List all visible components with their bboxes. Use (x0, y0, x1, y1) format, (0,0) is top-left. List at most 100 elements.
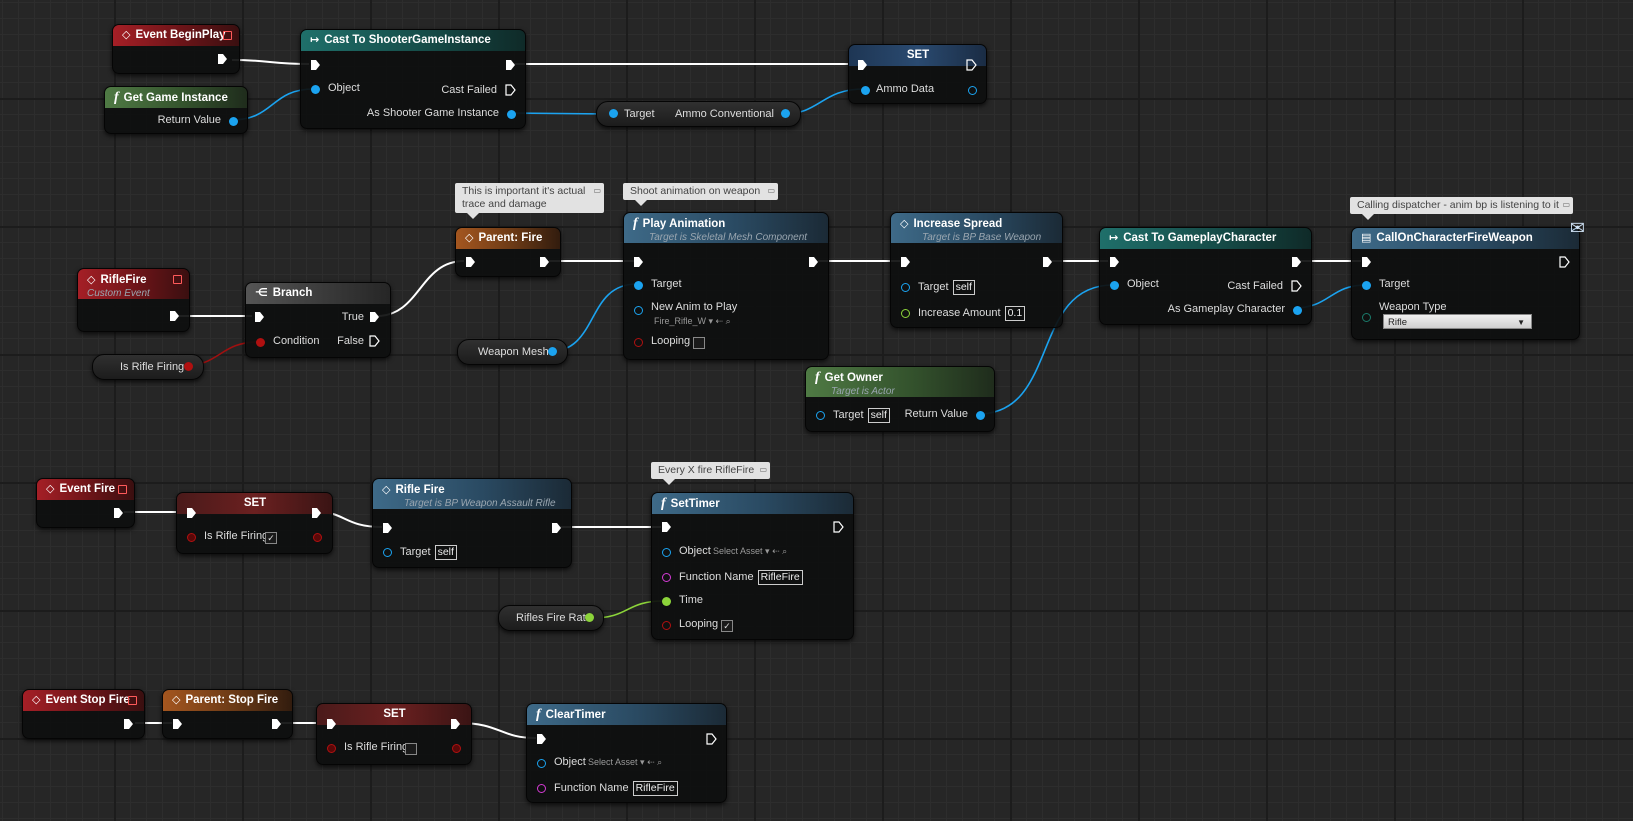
looping-checkbox[interactable]: ✓ (721, 620, 733, 632)
is-rifle-firing-getter[interactable]: Is Rifle Firing (92, 354, 204, 380)
is-rifle-firing-pin[interactable] (327, 744, 336, 753)
exec-out-pin[interactable] (706, 733, 717, 745)
return-value-pin[interactable] (229, 117, 238, 126)
looping-pin[interactable] (662, 621, 671, 630)
exec-out-pin[interactable] (833, 521, 844, 533)
is-rifle-firing-out-pin[interactable] (313, 533, 322, 542)
increase-amount-pin[interactable] (901, 309, 910, 318)
new-anim-pin[interactable] (634, 306, 643, 315)
time-pin[interactable] (662, 597, 671, 606)
exec-out-pin[interactable] (551, 522, 562, 534)
is-rifle-firing-pin[interactable] (187, 533, 196, 542)
exec-out-pin[interactable] (311, 507, 322, 519)
set-is-rifle-firing-true-node[interactable]: SET Is Rifle Firing ✓ (176, 492, 333, 554)
call-oncharacterfireweapon-node[interactable]: ▤CallOnCharacterFireWeapon ✉ Target Weap… (1351, 218, 1585, 340)
event-beginplay-node[interactable]: ◇Event BeginPlay (112, 24, 240, 74)
exec-out-pin[interactable] (450, 718, 461, 730)
exec-out-pin[interactable] (169, 310, 180, 322)
exec-out-pin[interactable] (505, 59, 516, 71)
weapon-mesh-getter[interactable]: Weapon Mesh (457, 339, 568, 365)
exec-in-pin[interactable] (254, 311, 265, 323)
target-pin[interactable] (816, 411, 825, 420)
object-pin[interactable] (662, 548, 671, 557)
exec-out-pin[interactable] (966, 59, 977, 71)
is-rifle-firing-checkbox[interactable] (405, 743, 417, 755)
rifles-fire-rate-pin[interactable] (585, 613, 594, 622)
condition-pin[interactable] (256, 338, 265, 347)
object-asset-selector[interactable]: Select Asset ▾ ⇠ ⌕ (713, 546, 788, 556)
set-ammo-data-node[interactable]: SET Ammo Data (848, 44, 987, 104)
exec-in-pin[interactable] (310, 59, 321, 71)
event-stop-fire-node[interactable]: ◇Event Stop Fire (22, 689, 145, 739)
increase-amount-value[interactable]: 0.1 (1004, 306, 1026, 321)
exec-out-pin[interactable] (123, 718, 134, 730)
exec-out-pin[interactable] (539, 256, 550, 268)
browse-icon[interactable]: ⇠ ⌕ (715, 316, 731, 326)
object-asset-selector[interactable]: Select Asset ▾ ⇠ ⌕ (588, 757, 663, 767)
target-self-value[interactable]: self (952, 280, 975, 295)
exec-in-pin[interactable] (186, 507, 197, 519)
exec-out-pin[interactable] (113, 507, 124, 519)
branch-node[interactable]: ⋲Branch Condition True False (245, 282, 391, 358)
weapon-mesh-pin[interactable] (548, 347, 557, 356)
exec-out-pin[interactable] (808, 256, 819, 268)
exec-out-pin[interactable] (1291, 256, 1302, 268)
target-pin[interactable] (634, 281, 643, 290)
object-pin[interactable] (311, 85, 320, 94)
exec-in-pin[interactable] (382, 522, 393, 534)
looping-pin[interactable] (634, 338, 643, 347)
ammo-data-out-pin[interactable] (968, 86, 977, 95)
exec-in-pin[interactable] (900, 256, 911, 268)
browse-icon[interactable]: ⇠ ⌕ (772, 546, 788, 556)
object-pin[interactable] (1110, 281, 1119, 290)
looping-checkbox[interactable] (693, 337, 705, 349)
is-rifle-firing-pin[interactable] (184, 362, 193, 371)
exec-out-pin[interactable] (271, 718, 282, 730)
parent-fire-node[interactable]: ◇Parent: Fire (455, 227, 561, 277)
weapon-type-pin[interactable] (1362, 313, 1371, 322)
target-self-value[interactable]: self (867, 408, 890, 423)
ammo-conventional-pin[interactable] (781, 109, 790, 118)
is-rifle-firing-checkbox[interactable]: ✓ (265, 532, 277, 544)
is-rifle-firing-out-pin[interactable] (452, 744, 461, 753)
cast-to-shootergameinstance-node[interactable]: ↦Cast To ShooterGameInstance Object Cast… (300, 29, 526, 129)
target-pin[interactable] (383, 548, 392, 557)
return-value-pin[interactable] (976, 411, 985, 420)
function-name-value[interactable]: RifleFire (632, 781, 678, 796)
as-gameplay-character-pin[interactable] (1293, 306, 1302, 315)
rifles-fire-rate-getter[interactable]: Rifles Fire Rate (498, 605, 604, 631)
exec-in-pin[interactable] (857, 59, 868, 71)
function-name-pin[interactable] (662, 573, 671, 582)
cast-failed-exec-pin[interactable] (505, 84, 516, 96)
ammo-conventional-getter[interactable]: Target Ammo Conventional (596, 101, 801, 127)
exec-in-pin[interactable] (536, 733, 547, 745)
cast-to-gameplaycharacter-node[interactable]: ↦Cast To GameplayCharacter Object Cast F… (1099, 227, 1312, 325)
exec-out-pin[interactable] (217, 53, 228, 65)
browse-icon[interactable]: ⇠ ⌕ (647, 757, 663, 767)
exec-in-pin[interactable] (1361, 256, 1372, 268)
target-pin[interactable] (1362, 281, 1371, 290)
exec-in-pin[interactable] (465, 256, 476, 268)
exec-out-pin[interactable] (1042, 256, 1053, 268)
exec-in-pin[interactable] (172, 718, 183, 730)
set-is-rifle-firing-false-node[interactable]: SET Is Rifle Firing (316, 703, 472, 765)
target-pin[interactable] (609, 109, 618, 118)
function-name-value[interactable]: RifleFire (757, 570, 803, 585)
event-fire-node[interactable]: ◇Event Fire (36, 478, 135, 528)
exec-in-pin[interactable] (661, 521, 672, 533)
parent-stop-fire-node[interactable]: ◇Parent: Stop Fire (162, 689, 293, 739)
as-shooter-game-instance-pin[interactable] (507, 110, 516, 119)
ammo-data-pin[interactable] (861, 86, 870, 95)
anim-asset-selector[interactable]: Fire_Rifle_W ▾ ⇠ ⌕ (654, 316, 731, 326)
weapon-type-dropdown[interactable]: Rifle▼ (1383, 314, 1532, 329)
cast-failed-exec-pin[interactable] (1291, 280, 1302, 292)
exec-in-pin[interactable] (633, 256, 644, 268)
